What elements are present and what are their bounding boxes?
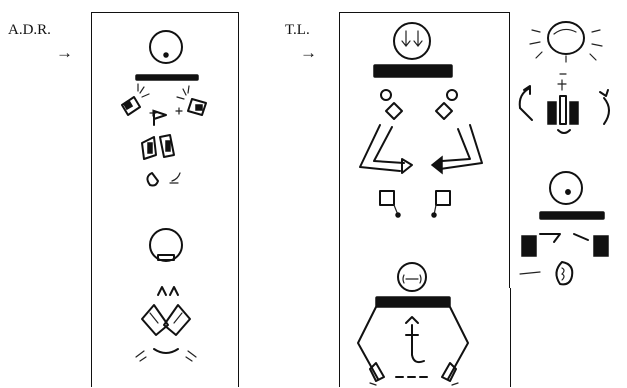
hands-pair-icon: [121, 83, 207, 117]
panel-arrow-adr: →: [56, 43, 73, 62]
sign-drawing-adr: [121, 30, 207, 362]
face-circle-icon: [149, 30, 183, 64]
sign-panel-right: [509, 12, 627, 288]
sign-drawing-tl: [357, 22, 483, 386]
hands-flags-icon: [379, 190, 451, 218]
hands-ear-icon: [519, 233, 609, 286]
head-radiating-icon: [529, 21, 603, 63]
hands-diamond-icon: [380, 89, 458, 120]
face-mouth-icon: [149, 228, 183, 262]
face-down-arrows-icon: [393, 22, 431, 60]
body-hexagon-icon: [357, 296, 469, 386]
small-marks-icon: [146, 172, 181, 187]
hands-crossed-icon: [135, 286, 197, 362]
shoulder-bar-icon: [373, 64, 453, 78]
curved-arrows-icon: [359, 124, 483, 175]
panel-label-adr: A.D.R.: [8, 22, 51, 38]
shoulder-bar-icon: [135, 74, 199, 81]
sign-panel-adr: [91, 12, 239, 387]
panel-label-tl: T.L.: [285, 22, 310, 38]
fingers-cluster-icon: [141, 110, 175, 160]
panel-arrow-tl: →: [300, 43, 317, 62]
face-dot-icon: [549, 171, 583, 205]
sign-drawing-right: [518, 21, 610, 286]
sign-panel-tl: [339, 12, 511, 387]
face-minus-icon: [397, 262, 427, 292]
shoulder-bar-icon: [539, 211, 605, 220]
rotating-arrows-icon: [518, 73, 610, 134]
